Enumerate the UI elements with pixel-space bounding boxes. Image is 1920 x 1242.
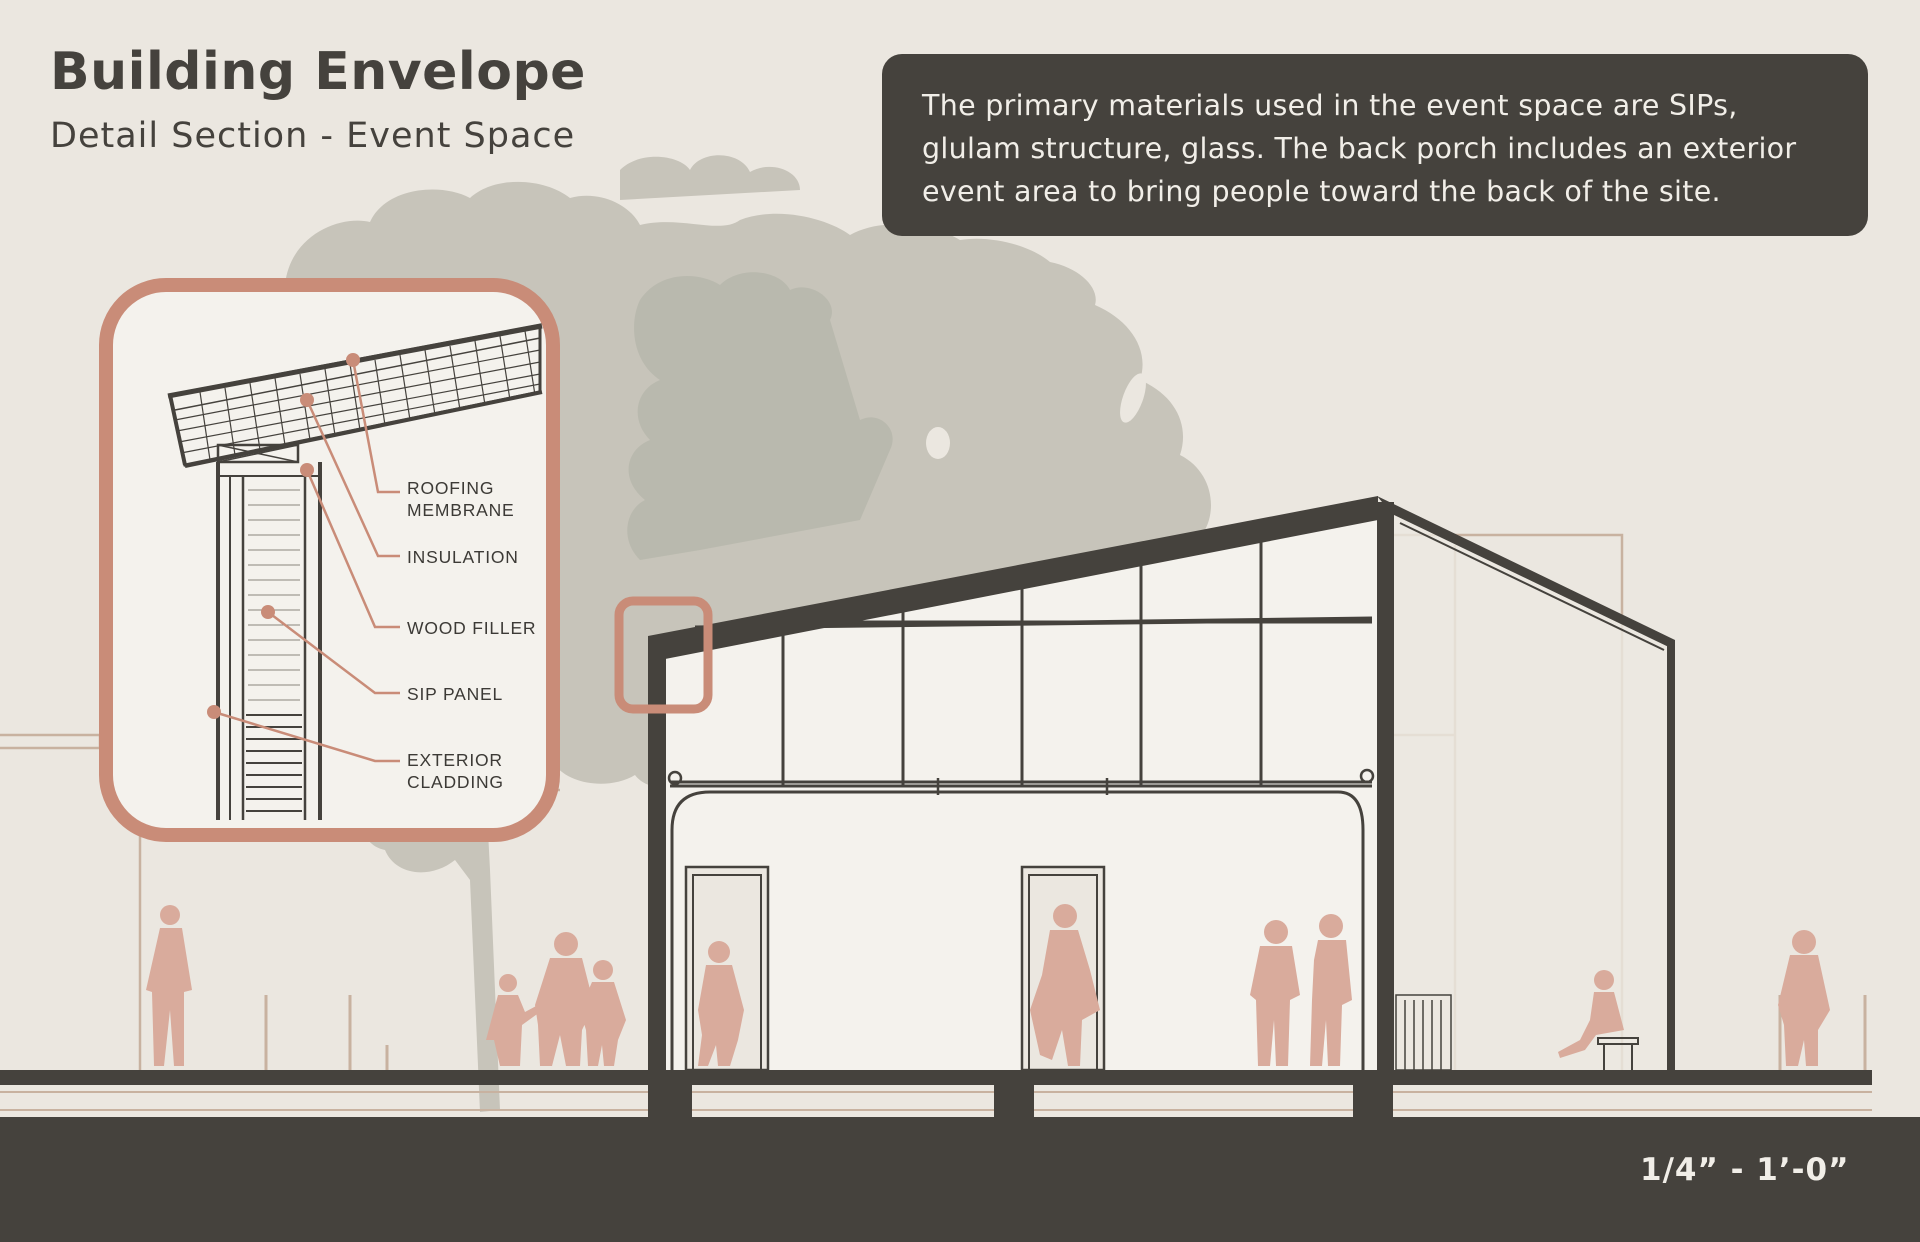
callout-sip-panel: SIP PANEL (407, 684, 504, 704)
description-panel: The primary materials used in the event … (882, 54, 1868, 236)
description-text: The primary materials used in the event … (922, 89, 1797, 208)
callout-insulation: INSULATION (407, 547, 519, 567)
callout-roofing-membrane-line1: ROOFING (407, 478, 495, 498)
person-silhouette-icon (698, 941, 744, 1066)
ground (0, 1070, 1920, 1242)
person-silhouette-icon (486, 974, 540, 1066)
detail-location-marker (614, 596, 713, 714)
page-subtitle: Detail Section - Event Space (50, 116, 576, 156)
callout-exterior-cladding-line1: EXTERIOR (407, 750, 503, 770)
person-silhouette-icon (1558, 970, 1624, 1058)
scale-label: 1/4” - 1’-0” (1640, 1152, 1850, 1188)
building-section (648, 496, 1675, 1073)
bench-icon (1597, 1037, 1639, 1070)
page-title: Building Envelope (50, 42, 586, 102)
callout-roofing-membrane: ROOFING MEMBRANE (407, 477, 515, 521)
person-silhouette-icon (1030, 904, 1100, 1066)
callout-exterior-cladding: EXTERIOR CLADDING (407, 749, 504, 793)
person-silhouette-icon (146, 905, 192, 1066)
callout-roofing-membrane-line2: MEMBRANE (407, 500, 515, 520)
tree-shadow (627, 272, 893, 560)
person-silhouette-icon (1250, 920, 1300, 1066)
callout-wood-filler: WOOD FILLER (407, 618, 537, 638)
person-silhouette-icon (535, 932, 594, 1066)
bollards (264, 995, 1867, 1070)
person-silhouette-icon (1310, 914, 1352, 1066)
callout-exterior-cladding-line2: CLADDING (407, 772, 504, 792)
person-silhouette-icon (1778, 930, 1830, 1066)
person-silhouette-icon (580, 960, 626, 1066)
detail-bubble (99, 278, 560, 842)
